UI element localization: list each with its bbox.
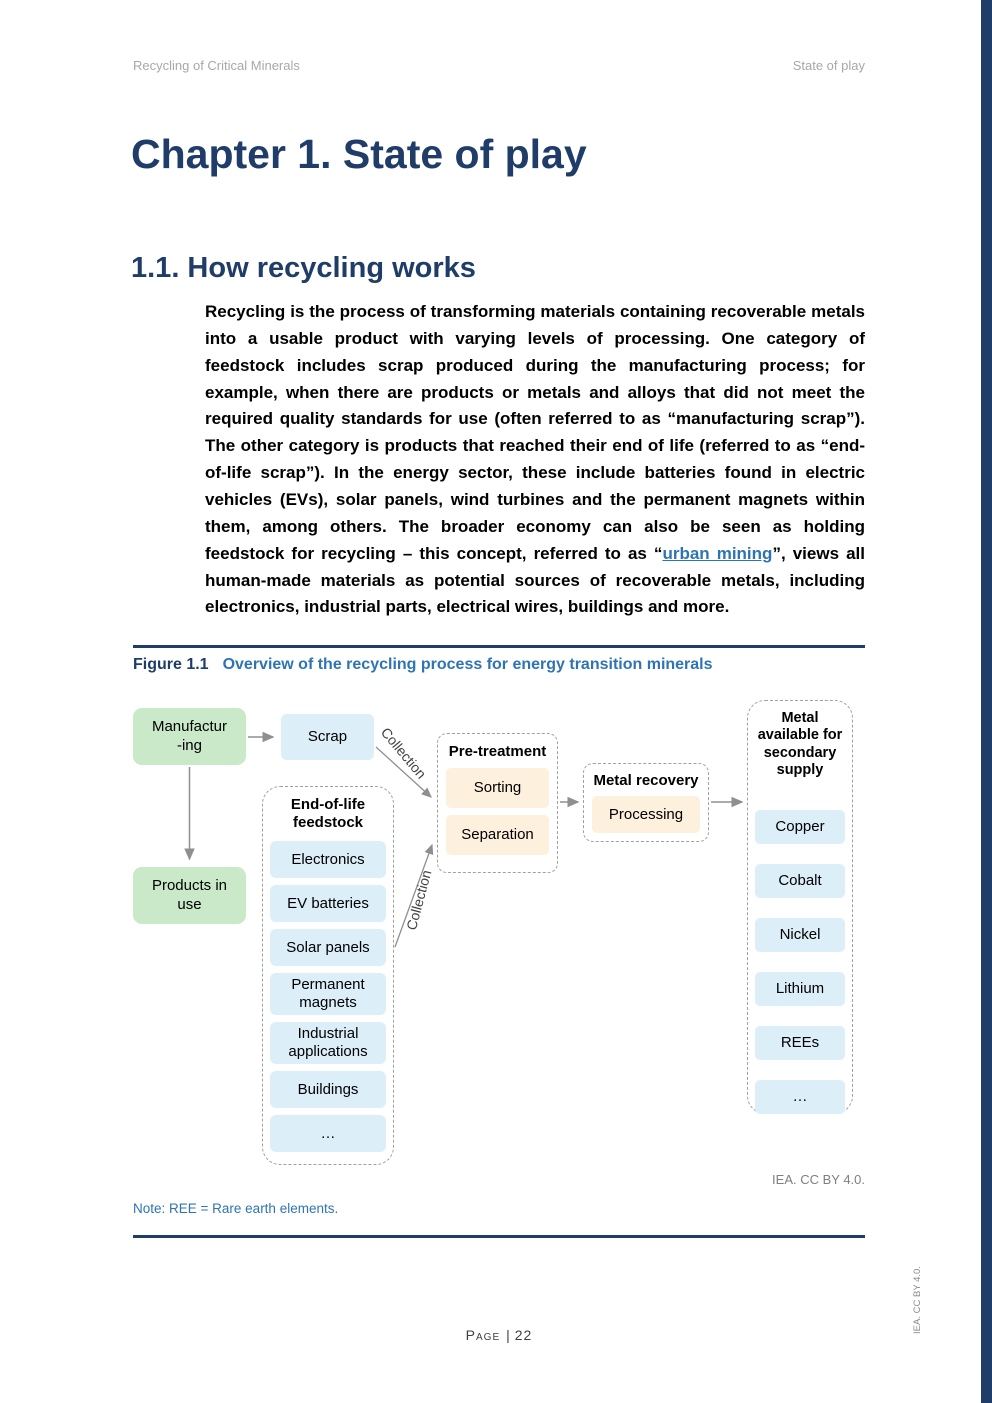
metal-recovery-title: Metal recovery — [593, 772, 699, 789]
eol-item-solar-panels: Solar panels — [270, 929, 386, 966]
eol-item-electronics: Electronics — [270, 841, 386, 878]
eol-feedstock-group: End-of-life feedstock Electronics EV bat… — [262, 786, 394, 1165]
figure-label: Figure 1.1 — [133, 656, 209, 673]
supply-item-cobalt: Cobalt — [755, 863, 845, 898]
eol-item-permanent-magnets: Permanent magnets — [270, 973, 386, 1015]
section-rule-bottom — [133, 1235, 865, 1238]
eol-item-ellipsis: … — [270, 1115, 386, 1152]
footer-page-number: 22 — [514, 1327, 533, 1343]
paragraph-text-before: Recycling is the process of transforming… — [205, 302, 865, 563]
running-header: Recycling of Critical Minerals State of … — [133, 58, 865, 73]
metal-recovery-item-processing: Processing — [592, 796, 700, 833]
supply-item-nickel: Nickel — [755, 917, 845, 952]
eol-feedstock-title: End-of-life feedstock — [290, 796, 366, 831]
chapter-title: Chapter 1. State of play — [131, 131, 587, 177]
figure-caption-text: Overview of the recycling process for en… — [222, 656, 713, 673]
side-credit-vertical: IEA. CC BY 4.0. — [912, 1266, 923, 1334]
figure-note: Note: REE = Rare earth elements. — [133, 1201, 339, 1216]
eol-item-ev-batteries: EV batteries — [270, 885, 386, 922]
figure-credit: IEA. CC BY 4.0. — [772, 1172, 865, 1187]
supply-item-copper: Copper — [755, 809, 845, 844]
secondary-supply-title: Metal available for secondary supply — [757, 710, 843, 779]
urban-mining-link[interactable]: urban mining — [662, 543, 773, 563]
body-paragraph: Recycling is the process of transforming… — [205, 299, 865, 621]
supply-item-rees: REEs — [755, 1025, 845, 1060]
eol-item-industrial-applications: Industrial applications — [270, 1022, 386, 1064]
node-manufacturing: Manufactur -ing — [133, 708, 246, 765]
footer-divider: | — [506, 1327, 511, 1343]
pretreatment-item-separation: Separation — [446, 815, 549, 855]
eol-item-buildings: Buildings — [270, 1071, 386, 1108]
collection-label-lower: Collection — [403, 868, 435, 932]
pretreatment-title: Pre-treatment — [448, 743, 547, 760]
running-header-left: Recycling of Critical Minerals — [133, 58, 300, 73]
page-footer: Page |22 — [133, 1327, 865, 1343]
pretreatment-item-sorting: Sorting — [446, 768, 549, 808]
collection-label-upper: Collection — [377, 724, 430, 782]
footer-page-label: Page — [465, 1327, 501, 1343]
page-edge-bar — [981, 0, 992, 1403]
section-heading: 1.1. How recycling works — [131, 252, 476, 284]
supply-item-ellipsis: … — [755, 1079, 845, 1114]
running-header-right: State of play — [792, 58, 865, 73]
figure-rule-top — [133, 645, 865, 648]
metal-recovery-group: Metal recovery Processing — [583, 763, 709, 842]
node-products-in-use: Products in use — [133, 867, 246, 924]
supply-item-lithium: Lithium — [755, 971, 845, 1006]
node-scrap: Scrap — [281, 714, 374, 760]
paragraph-text-after: ”, views all human-made materials as pot… — [205, 543, 865, 617]
secondary-supply-group: Metal available for secondary supply Cop… — [747, 700, 853, 1114]
figure-caption: Figure 1.1 Overview of the recycling proc… — [133, 656, 713, 674]
figure-diagram: Manufactur -ing Scrap Products in use Co… — [133, 695, 865, 1175]
pretreatment-group: Pre-treatment Sorting Separation — [437, 733, 558, 873]
